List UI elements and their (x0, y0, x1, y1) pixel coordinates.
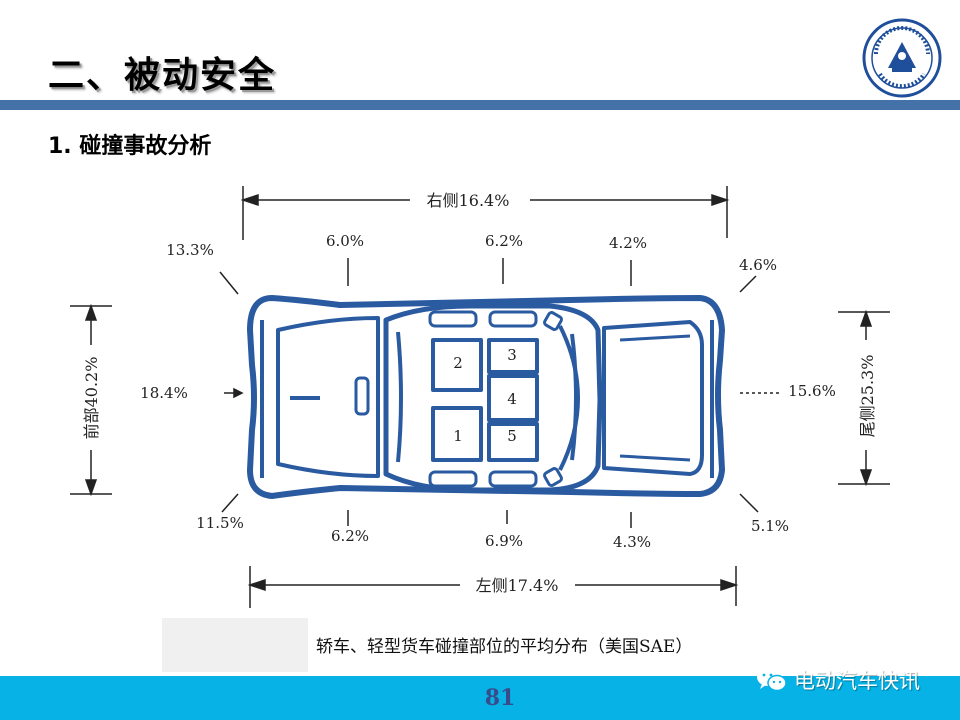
left-side-label: 左侧17.4% (476, 576, 559, 595)
seat-number: 5 (507, 427, 517, 445)
seat-number: 1 (453, 427, 463, 445)
impact-label: 6.2% (485, 232, 523, 250)
page-number: 81 (484, 685, 516, 711)
right-side-label: 右侧16.4% (427, 191, 510, 210)
seat-number: 4 (507, 390, 517, 408)
impact-label: 6.2% (331, 527, 369, 545)
impact-label: 5.1% (751, 517, 789, 535)
university-seal-icon (862, 18, 942, 98)
wechat-icon (757, 668, 787, 692)
title-divider (0, 100, 960, 110)
caption-placeholder (162, 618, 308, 672)
impact-label: 4.2% (609, 234, 647, 252)
rear-dimension (838, 309, 890, 487)
impact-label: 6.9% (485, 532, 523, 550)
impact-markers (219, 258, 782, 528)
front-dimension (70, 303, 112, 497)
impact-label: 4.6% (739, 256, 777, 274)
impact-label: 13.3% (166, 241, 214, 259)
section-subtitle: 1. 碰撞事故分析 (48, 134, 212, 159)
car-outline (247, 295, 725, 499)
front-label: 前部40.2% (82, 357, 101, 440)
seat-number: 2 (453, 354, 463, 372)
impact-label: 6.0% (326, 232, 364, 250)
impact-label: 18.4% (140, 384, 188, 402)
impact-label: 11.5% (196, 514, 244, 532)
right-side-dimension (240, 186, 730, 240)
figure-caption: 轿车、轻型货车碰撞部位的平均分布（美国SAE） (316, 637, 693, 657)
rear-label: 尾侧25.3% (858, 355, 877, 438)
impact-label: 15.6% (788, 382, 836, 400)
slide-title: 二、被动安全 (48, 55, 277, 96)
brand-watermark: 电动汽车快讯 (756, 660, 920, 700)
left-side-dimension (247, 566, 739, 608)
brand-name: 电动汽车快讯 (794, 669, 920, 693)
seat-number: 3 (507, 346, 517, 364)
impact-label: 4.3% (613, 533, 651, 551)
footer-bar (0, 676, 960, 720)
